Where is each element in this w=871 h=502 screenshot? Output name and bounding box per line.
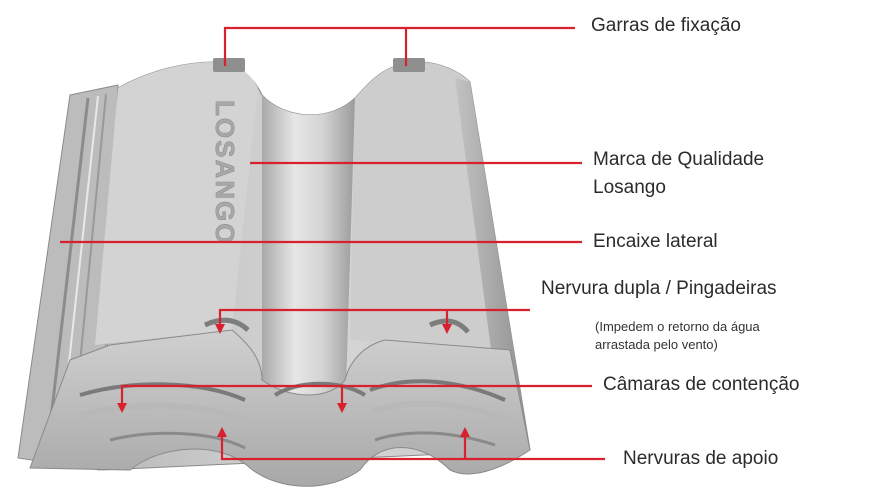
roof-tile: LOSANGO: [18, 58, 530, 486]
label-camaras-contencao: Câmaras de contenção: [603, 373, 799, 397]
label-encaixe-lateral: Encaixe lateral: [593, 230, 718, 254]
note-nervura-line2: arrastada pelo vento): [595, 336, 718, 353]
label-marca-qualidade: Marca de Qualidade: [593, 148, 764, 172]
label-nervuras-apoio: Nervuras de apoio: [623, 447, 778, 471]
label-nervura-dupla: Nervura dupla / Pingadeiras: [541, 277, 777, 301]
fixing-lug-right: [393, 58, 425, 72]
tile-brand-mark: LOSANGO: [210, 100, 240, 245]
label-marca-losango: Losango: [593, 176, 666, 200]
note-nervura-line1: (Impedem o retorno da água: [595, 318, 760, 335]
label-garras-fixacao: Garras de fixação: [591, 14, 741, 38]
fixing-lug-left: [213, 58, 245, 72]
